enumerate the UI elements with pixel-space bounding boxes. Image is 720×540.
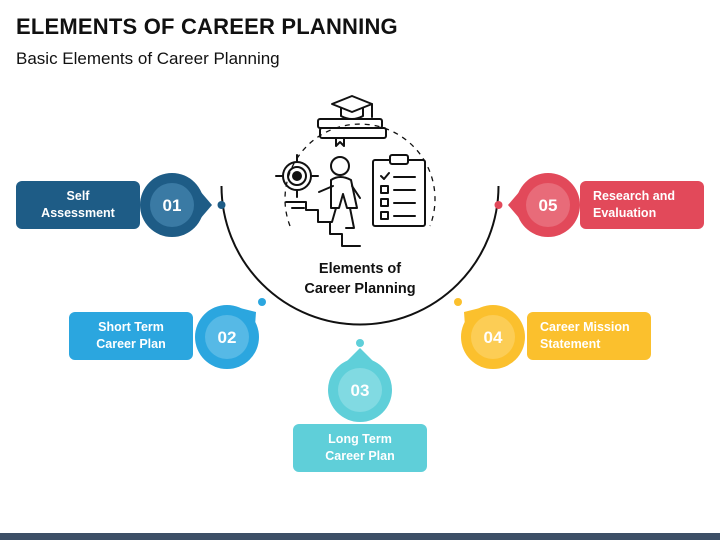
connector-dot-04 (454, 298, 462, 306)
step-number-01: 01 (163, 196, 182, 215)
step-label-05-line2: Evaluation (593, 206, 657, 220)
target-icon (275, 154, 319, 198)
connector-dot-01 (217, 201, 226, 209)
step-badge-02: 02 (195, 305, 259, 369)
step-badge-04: 04 (461, 305, 525, 369)
step-badge-01: 01 (140, 173, 212, 237)
center-caption-line2: Career Planning (304, 281, 416, 297)
step-label-02: Short Term Career Plan (69, 312, 193, 360)
step-number-03: 03 (351, 381, 370, 400)
step-label-04-line2: Statement (540, 337, 601, 351)
career-planning-illustration (275, 95, 426, 247)
step-badge-05: 05 (508, 173, 580, 237)
footer-bar (0, 533, 720, 540)
step-number-04: 04 (484, 328, 503, 347)
main-arc (220, 185, 500, 326)
step-label-03-line2: Career Plan (325, 449, 395, 463)
clipboard-checklist-icon (372, 154, 426, 227)
step-label-01-line1: Self (66, 189, 90, 203)
graduation-cap-icon (331, 95, 373, 120)
step-label-04: Career Mission Statement (527, 312, 651, 360)
step-label-02-line1: Short Term (98, 320, 164, 334)
page-subtitle: Basic Elements of Career Planning (16, 49, 280, 68)
step-label-01: Self Assessment (16, 181, 140, 229)
center-caption-line1: Elements of (318, 261, 402, 277)
step-label-05-line1: Research and (593, 189, 675, 203)
step-label-01-line2: Assessment (41, 206, 115, 220)
step-number-02: 02 (218, 328, 237, 347)
climbing-person-icon (318, 156, 361, 229)
step-label-04-line1: Career Mission (540, 320, 630, 334)
step-number-05: 05 (539, 196, 558, 215)
connector-dot-03 (356, 339, 364, 347)
book-stack-icon (317, 118, 387, 147)
step-label-02-line2: Career Plan (96, 337, 166, 351)
connector-dot-02 (258, 298, 266, 306)
step-label-05: Research and Evaluation (580, 181, 704, 229)
center-caption: Elements of Career Planning (285, 259, 435, 299)
step-badge-03: 03 (328, 348, 392, 422)
connector-dot-05 (494, 201, 503, 209)
step-label-03-line1: Long Term (328, 432, 392, 446)
page-title: ELEMENTS OF CAREER PLANNING (16, 14, 398, 39)
dashed-arc (284, 123, 436, 227)
step-label-03: Long Term Career Plan (293, 424, 427, 472)
